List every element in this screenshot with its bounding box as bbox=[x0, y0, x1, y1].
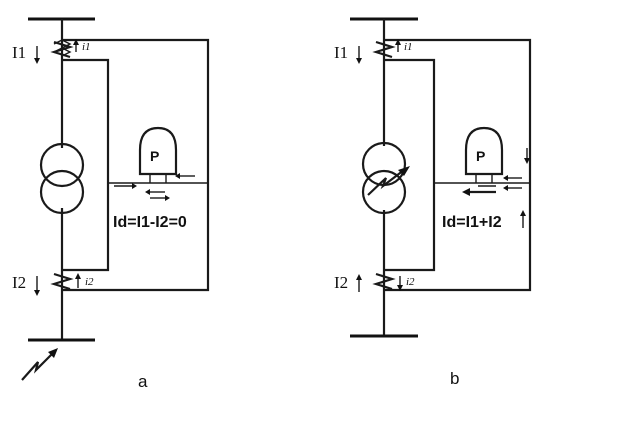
current-label-i1-a: I1 bbox=[12, 43, 26, 62]
ct-secondary-inner-loop-a bbox=[62, 58, 110, 272]
relay-label-b: P bbox=[476, 148, 485, 164]
secondary-label-i1-b: i1 bbox=[404, 41, 413, 53]
equation-b: Id=I1+I2 bbox=[442, 214, 502, 231]
ct-secondary-outer-loop-a bbox=[62, 38, 210, 292]
ct-secondary-outer-loop-b bbox=[384, 38, 532, 292]
summed-current-arrows-b bbox=[462, 148, 530, 196]
secondary-label-i2-a: i2 bbox=[85, 276, 94, 288]
current-transformer-icon bbox=[372, 272, 396, 291]
diagram-b: P I1 I2 i1 i2 bbox=[334, 17, 532, 388]
primary-current-arrows-a bbox=[34, 39, 81, 296]
current-transformer-icon bbox=[372, 40, 396, 59]
current-label-i2-b: I2 bbox=[334, 273, 348, 292]
transformer-icon bbox=[39, 142, 85, 215]
ct-secondary-inner-loop-b bbox=[384, 58, 436, 272]
relay-label-a: P bbox=[150, 148, 159, 164]
caption-b: b bbox=[450, 369, 459, 388]
current-label-i1-b: I1 bbox=[334, 43, 348, 62]
current-label-i2-a: I2 bbox=[12, 273, 26, 292]
current-transformer-icon bbox=[50, 38, 74, 59]
relay-icon: P bbox=[464, 126, 504, 183]
primary-current-arrows-b bbox=[356, 39, 526, 292]
diagram-a: P I1 I2 i1 i2 Id=I1-I2=0 bbox=[12, 17, 210, 391]
transformer-icon bbox=[361, 141, 407, 215]
circulating-current-arrows-a bbox=[114, 173, 195, 201]
equation-a: Id=I1-I2=0 bbox=[113, 214, 187, 231]
caption-a: a bbox=[138, 372, 148, 391]
secondary-label-i2-b: i2 bbox=[406, 276, 415, 288]
relay-icon: P bbox=[138, 126, 178, 183]
current-transformer-icon bbox=[50, 272, 74, 291]
secondary-label-i1-a: i1 bbox=[82, 41, 91, 53]
fault-arrow-icon bbox=[21, 348, 58, 381]
fault-arrow-icon bbox=[367, 166, 410, 196]
